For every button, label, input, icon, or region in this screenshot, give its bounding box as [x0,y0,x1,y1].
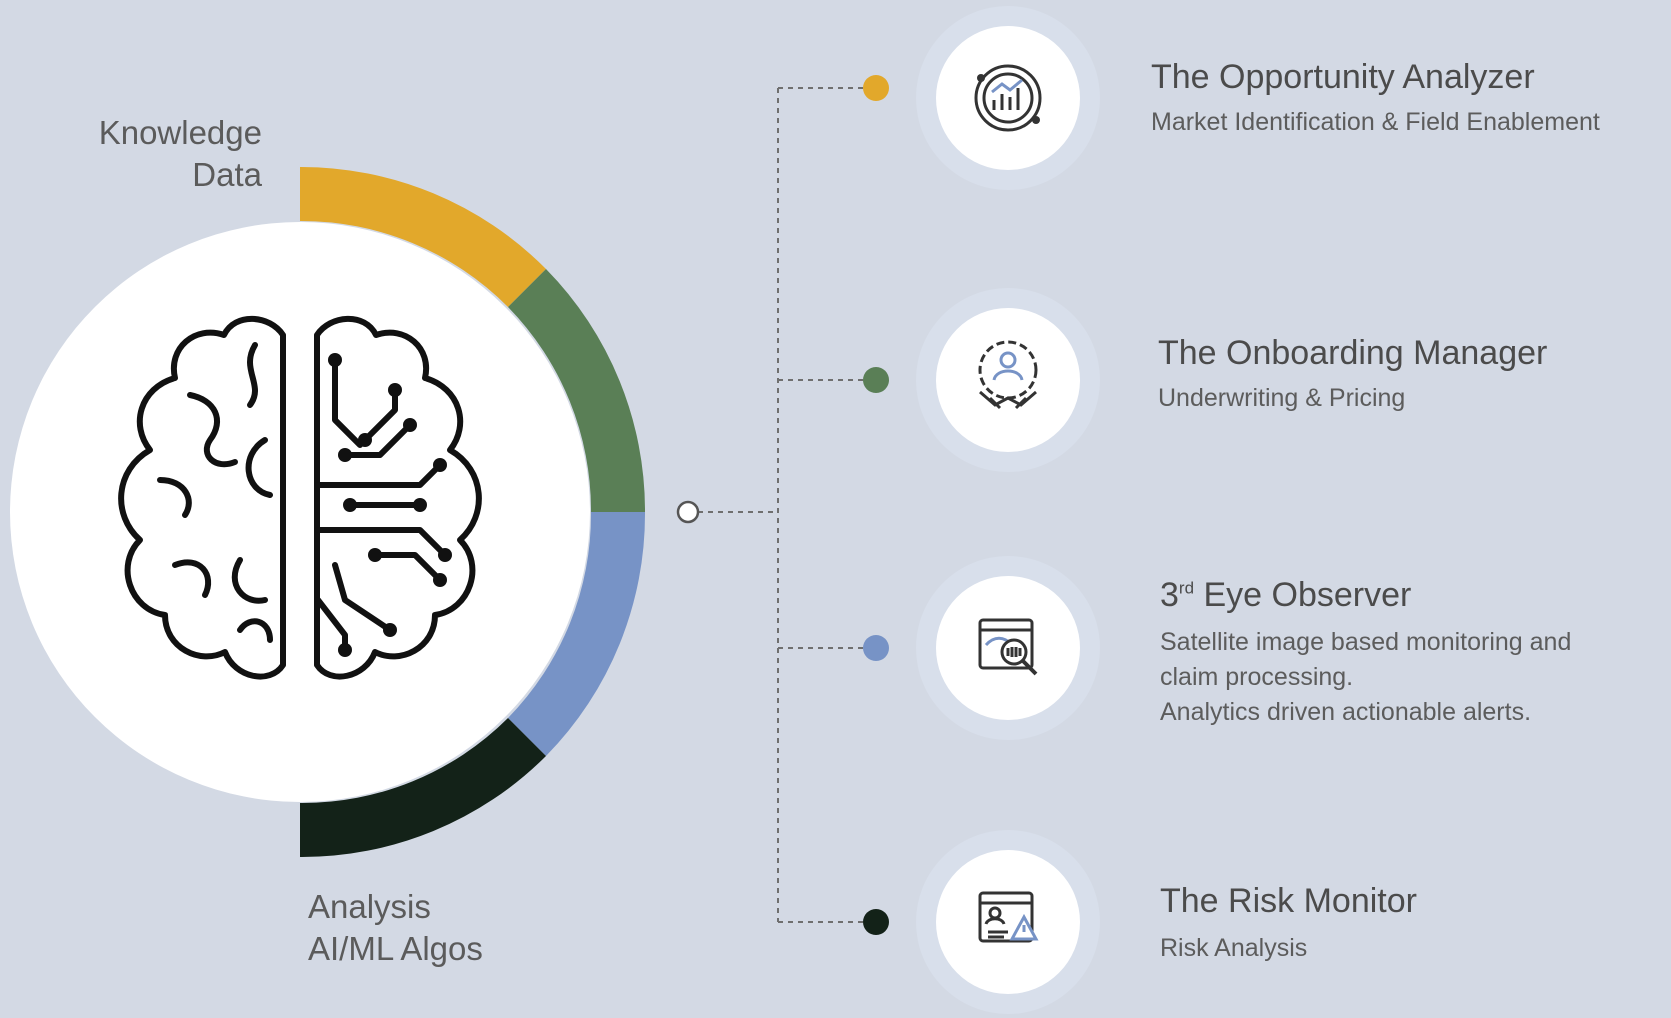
eye-inspection-icon [978,618,1038,676]
brain-disc [10,222,590,802]
connector-dot-onboarding [863,367,889,393]
ring-segment-algos [300,718,546,858]
analytics-chart-icon [974,64,1042,132]
handshake-gear-icon [978,340,1038,410]
item-title: The Onboarding Manager [1158,334,1548,372]
label-ai-ml-algos: AI/ML Algos [308,930,483,967]
icon-badge-risk [916,830,1100,1014]
connector-dot-opportunity [863,75,889,101]
item-description: Underwriting & Pricing [1158,381,1547,416]
item-description-line: Satellite image based monitoring and [1160,628,1572,656]
item-description-line: Underwriting & Pricing [1158,384,1406,412]
icon-badge-opportunity [916,6,1100,190]
label-analysis-algos: Analysis AI/ML Algos [308,886,483,970]
ring [300,166,646,858]
item-description-line: Risk Analysis [1160,934,1308,962]
connector-lines [698,87,870,923]
title-ordinal: rd [1178,578,1195,598]
item-opportunity-analyzer: The Opportunity Analyzer Market Identifi… [1151,58,1600,140]
label-data: Data [192,156,262,193]
connector-origin [676,500,700,524]
item-onboarding-manager: The Onboarding Manager Underwriting & Pr… [1158,334,1547,416]
icon-badge-observer [916,556,1100,740]
ring-segment-data [508,269,646,512]
item-risk-monitor: The Risk Monitor Risk Analysis [1160,882,1417,966]
item-description: Risk Analysis [1160,931,1417,966]
icon-badge-onboarding [916,288,1100,472]
item-description-line: Market Identification & Field Enablement [1151,108,1600,136]
item-description: Market Identification & Field Enablement [1151,105,1600,140]
label-knowledge: Knowledge [98,114,262,151]
ring-segment-analysis [508,512,646,756]
item-title: 3rd Eye Observer [1160,576,1571,615]
title-text: Eye Observer [1194,576,1412,614]
item-description-line: Analytics driven actionable alerts. [1160,698,1532,726]
brain-circuit-icon [118,315,482,680]
ring-segment-knowledge [300,166,546,307]
label-knowledge-data: Knowledge Data [40,112,262,196]
item-description-line: claim processing. [1160,663,1354,691]
item-title: The Risk Monitor [1160,882,1417,920]
title-number: 3 [1160,576,1179,614]
connector-dot-risk [863,909,889,935]
item-title: The Opportunity Analyzer [1151,58,1535,96]
item-eye-observer: 3rd Eye Observer Satellite image based m… [1160,576,1571,730]
item-description: Satellite image based monitoring and cla… [1160,625,1571,730]
label-analysis: Analysis [308,888,431,925]
connector-dot-observer [863,635,889,661]
risk-alert-icon [978,891,1039,943]
brain-circuit-nodes [328,353,452,657]
